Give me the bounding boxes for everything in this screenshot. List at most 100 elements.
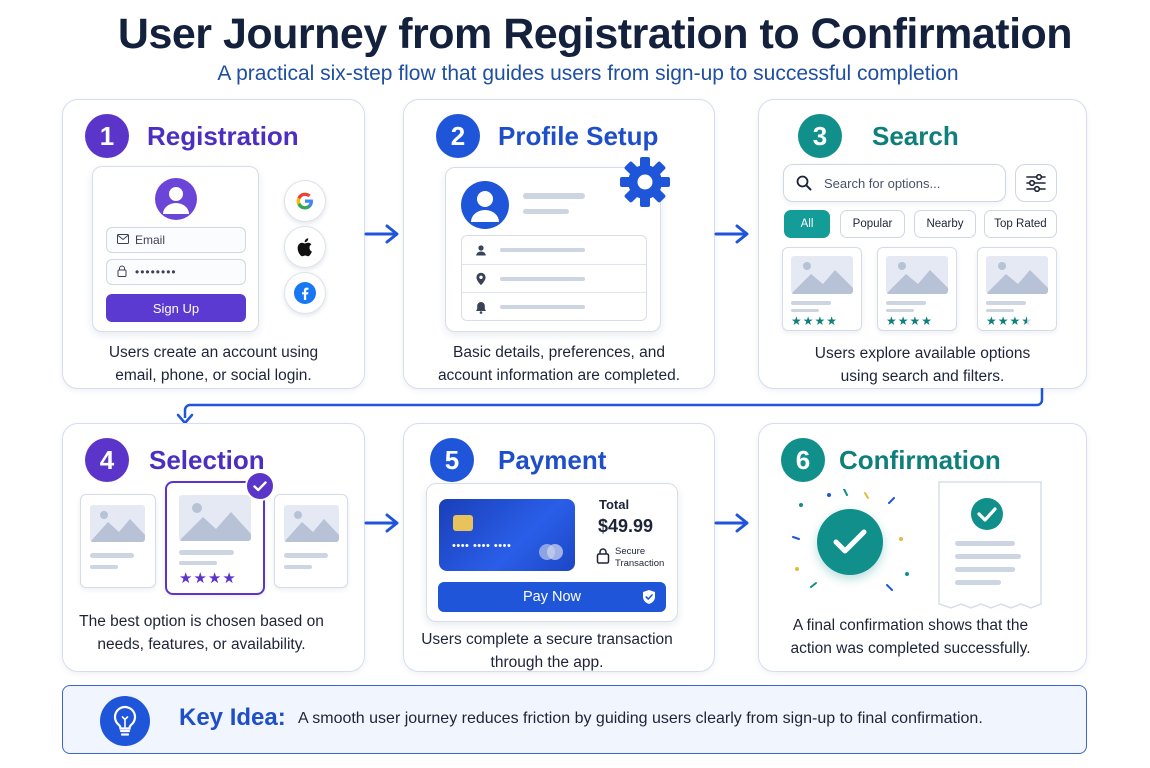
step-caption: Basic details, preferences, and account … <box>437 344 681 384</box>
email-placeholder: Email <box>135 233 166 247</box>
pay-now-button[interactable]: Pay Now <box>438 582 666 612</box>
step-title: Confirmation <box>839 444 1001 475</box>
flow-connector-3-4 <box>176 388 1044 425</box>
flow-arrow-4-5 <box>364 513 399 533</box>
filter-chip-all[interactable]: All <box>784 210 830 238</box>
row-line <box>500 305 585 309</box>
title-line <box>791 301 831 305</box>
step-card-profile-setup: 2 Profile Setup <box>403 99 715 389</box>
star-rating: ★★★★ <box>791 314 838 328</box>
step-card-registration: 1 Registration Email •••••••• Sign Up <box>62 99 365 389</box>
star-icon: ★ <box>986 314 998 328</box>
password-field[interactable]: •••••••• <box>106 259 246 285</box>
total-amount: $49.99 <box>598 516 654 536</box>
profile-row-notifications[interactable] <box>462 293 646 322</box>
step-caption: Users create an account using email, pho… <box>108 344 319 384</box>
detail-line <box>886 309 914 312</box>
email-field[interactable]: Email <box>106 227 246 253</box>
selected-option-card[interactable]: ★★★★ <box>165 471 275 595</box>
step-number-badge: 5 <box>430 438 474 482</box>
result-card[interactable]: ★★★★ <box>977 247 1057 331</box>
title-line <box>284 553 328 558</box>
star-icon: ★ <box>791 314 803 328</box>
step-card-selection: 4 Selection ★★★★ The best option is chos… <box>62 423 365 672</box>
step-title: Profile Setup <box>498 120 659 151</box>
option-card[interactable] <box>274 494 348 588</box>
option-card[interactable] <box>80 494 156 588</box>
bell-icon <box>476 302 486 314</box>
filter-chip-top-rated[interactable]: Top Rated <box>984 210 1057 238</box>
key-idea-label: Key Idea: <box>179 704 286 731</box>
step-caption: A final confirmation shows that the acti… <box>790 617 1031 657</box>
image-placeholder-icon <box>791 256 853 294</box>
shield-icon <box>643 590 655 604</box>
star-rating: ★★★★ <box>986 314 1033 328</box>
profile-row-location[interactable] <box>462 265 646 293</box>
step-number-badge: 3 <box>798 114 842 158</box>
detail-line <box>791 309 819 312</box>
card-chip-icon <box>453 515 473 531</box>
detail-line <box>284 565 312 569</box>
search-icon <box>796 175 812 191</box>
step-header: 1 Registration <box>85 114 299 158</box>
title-line <box>90 553 134 558</box>
lock-icon <box>117 265 135 280</box>
step-title: Registration <box>147 120 299 151</box>
detail-line <box>179 561 217 565</box>
filter-chip-popular[interactable]: Popular <box>840 210 905 238</box>
lock-icon <box>596 548 610 564</box>
filter-button[interactable] <box>1015 164 1057 202</box>
location-pin-icon <box>476 272 486 286</box>
apple-icon[interactable] <box>284 226 326 268</box>
receipt-icon <box>938 481 1042 609</box>
step-card-search: 3 Search Search for options... All Popul… <box>758 99 1087 389</box>
step-caption: The best option is chosen based on needs… <box>79 613 324 653</box>
total-label: Total <box>599 497 630 512</box>
facebook-icon[interactable] <box>284 272 326 314</box>
title-line <box>886 301 926 305</box>
title-line <box>986 301 1026 305</box>
mail-icon <box>117 233 135 247</box>
user-icon <box>476 245 486 256</box>
step-number-badge: 2 <box>436 114 480 158</box>
step-header: 3 Search <box>798 114 959 158</box>
star-rating: ★★★★ <box>886 314 933 328</box>
google-icon[interactable] <box>284 180 326 222</box>
detail-line <box>986 309 1014 312</box>
gear-icon <box>620 157 670 207</box>
result-card[interactable]: ★★★★ <box>877 247 957 331</box>
step-number-badge: 4 <box>85 438 129 482</box>
step-title: Search <box>872 120 959 151</box>
flow-arrow-2-3 <box>714 224 749 244</box>
step-card-confirmation: 6 Confirmation A final confirmation show… <box>758 423 1087 672</box>
star-icon: ★ <box>826 314 839 328</box>
filter-chip-nearby[interactable]: Nearby <box>914 210 976 238</box>
step-caption: Users explore available options using se… <box>814 345 1031 385</box>
search-input[interactable]: Search for options... <box>783 164 1006 202</box>
page-subtitle: A practical six-step flow that guides us… <box>217 62 959 85</box>
star-icon: ★ <box>1021 314 1034 328</box>
search-placeholder: Search for options... <box>824 175 941 191</box>
lightbulb-icon <box>100 696 150 746</box>
step-caption: Users complete a secure transaction thro… <box>421 631 673 671</box>
star-icon: ★ <box>897 314 910 328</box>
flow-arrow-5-6 <box>714 513 749 533</box>
star-icon: ★ <box>802 314 815 328</box>
key-idea-text: A smooth user journey reduces friction b… <box>298 710 983 727</box>
result-card[interactable]: ★★★★ <box>782 247 862 331</box>
confetti-burst <box>792 489 909 591</box>
payment-panel: •••• •••• •••• Total $49.99 Secure Trans… <box>426 483 678 622</box>
key-idea-banner: Key Idea: A smooth user journey reduces … <box>62 685 1087 754</box>
step-header: 6 Confirmation <box>781 438 1001 482</box>
image-placeholder-icon <box>886 256 948 294</box>
title-line <box>179 550 234 555</box>
star-icon: ★ <box>1009 314 1022 328</box>
row-line <box>500 248 585 252</box>
profile-row-user[interactable] <box>462 236 646 265</box>
sign-up-button[interactable]: Sign Up <box>106 294 246 322</box>
star-icon: ★ <box>997 314 1010 328</box>
image-placeholder-icon <box>179 495 251 541</box>
step-header: 5 Payment <box>430 438 606 482</box>
step-number-badge: 6 <box>781 438 825 482</box>
detail-line <box>90 565 118 569</box>
